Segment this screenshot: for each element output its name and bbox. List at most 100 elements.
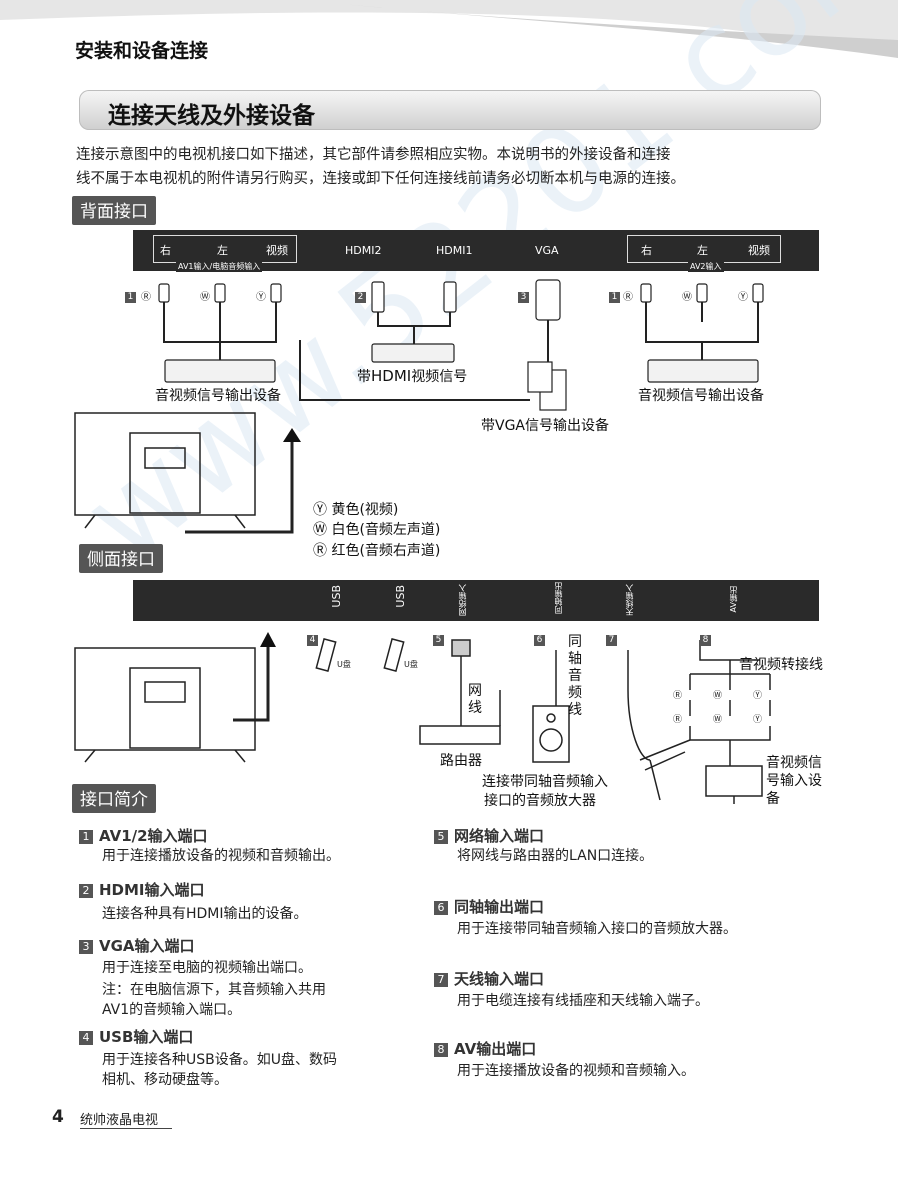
side-tag: 侧面接口 [79,544,163,573]
av1-left-label: 左 [217,244,228,257]
side-diagram: Ⓡ Ⓦ Ⓨ Ⓡ Ⓦ Ⓨ [74,632,771,804]
port-title-2: HDMI输入端口 [99,881,205,899]
svg-text:Ⓨ: Ⓨ [753,690,762,701]
hdmi2-label: HDMI2 [345,244,382,257]
port-desc-4a: 用于连接各种USB设备。如U盘、数码 [102,1052,337,1068]
svg-text:Ⓦ: Ⓦ [713,690,722,701]
page-number: 4 [52,1107,64,1127]
ant-label: 天线输入 [625,584,634,616]
udisk1-label: U盘 [337,660,351,669]
svg-text:Ⓡ: Ⓡ [623,291,633,303]
port-desc-5: 将网线与路由器的LAN口连接。 [457,848,654,864]
av-in-line-2: 号输入设 [766,773,822,789]
banner-title: 连接天线及外接设备 [108,103,315,129]
av1-video-label: 视频 [266,244,288,257]
port-title-7: 天线输入端口 [454,970,545,988]
port-desc-3a: 用于连接至电脑的视频输出端口。 [102,960,312,976]
av2-sub-label: AV2输入 [688,261,724,272]
port-num-8: 8 [434,1043,448,1057]
num-7: 7 [606,635,617,646]
port-desc-8: 用于连接播放设备的视频和音频输入。 [457,1063,695,1079]
svg-text:Ⓦ: Ⓦ [713,714,722,725]
port-title-6: 同轴输出端口 [454,898,545,916]
svg-text:Ⓨ: Ⓨ [738,291,748,303]
num-3: 3 [518,292,529,303]
port-title-3: VGA输入端口 [99,937,195,955]
svg-text:Ⓨ: Ⓨ [753,714,762,725]
cap-vga: 带VGA信号输出设备 [481,418,610,434]
port-title-4: USB输入端口 [99,1028,194,1046]
port-item-7: 7 天线输入端口 用于电缆连接有线插座和天线输入端子。 [434,968,834,1011]
net-label: 网络输入 [458,584,467,616]
avout-label: AV输出 [729,586,738,613]
coax-label: 同轴输出 [554,582,563,614]
av2-video-label: 视频 [748,244,770,257]
ports-tag: 接口简介 [72,784,156,813]
av2-right-label: 右 [641,244,652,257]
port-title-1: AV1/2输入端口 [99,827,208,845]
num-8: 8 [700,635,711,646]
intro-line-2: 线不属于本电视机的附件请另行购买，连接或卸下任何连接线前请务必切断本机与电源的连… [76,171,685,187]
num-1a: 1 [125,292,136,303]
svg-text:Ⓦ: Ⓦ [682,291,692,303]
cap-hdmi-post: 视频信号 [411,369,468,385]
cap-av-left: 音视频信号输出设备 [155,388,281,404]
intro-text: 连接示意图中的电视机接口如下描述，其它部件请参照相应实物。本说明书的外接设备和连… [76,143,776,191]
num-4: 4 [307,635,318,646]
port-desc-2: 连接各种具有HDMI输出的设备。 [102,906,308,922]
usb2-label: USB [394,585,407,608]
svg-text:Ⓦ: Ⓦ [200,291,210,303]
intro-line-1: 连接示意图中的电视机接口如下描述，其它部件请参照相应实物。本说明书的外接设备和连… [76,147,671,163]
svg-text:Ⓡ: Ⓡ [673,690,682,701]
section-title: 安装和设备连接 [75,40,209,62]
header-swoosh [0,0,898,58]
port-num-2: 2 [79,884,93,898]
legend-red: Ⓡ 红色(音频右声道) [313,543,441,559]
rear-tag: 背面接口 [72,196,156,225]
av1-sub-label: AV1输入/电脑音频输入 [176,261,263,272]
port-desc-4b: 相机、移动硬盘等。 [102,1072,228,1088]
cap-hdmi: 带HDMI视频信号 [357,366,467,386]
port-num-6: 6 [434,901,448,915]
port-desc-3b: 注：在电脑信源下，其音频输入共用 [102,982,326,998]
num-2: 2 [355,292,366,303]
port-num-5: 5 [434,830,448,844]
port-title-8: AV输出端口 [454,1040,537,1058]
port-item-2: 2 HDMI输入端口 连接各种具有HDMI输出的设备。 [79,879,409,924]
udisk2-label: U盘 [404,660,418,669]
port-item-4: 4 USB输入端口 用于连接各种USB设备。如U盘、数码 相机、移动硬盘等。 [79,1026,409,1090]
num-5: 5 [433,635,444,646]
num-6: 6 [534,635,545,646]
port-num-4: 4 [79,1031,93,1045]
av2-left-label: 左 [697,244,708,257]
port-desc-3c: AV1的音频输入端口。 [102,1002,242,1018]
port-item-8: 8 AV输出端口 用于连接播放设备的视频和音频输入。 [434,1038,834,1081]
legend-white: Ⓦ 白色(音频左声道) [313,522,441,538]
usb1-label: USB [330,585,343,608]
side-panel [133,580,819,621]
port-desc-7: 用于电缆连接有线插座和天线输入端子。 [457,993,709,1009]
svg-text:Ⓡ: Ⓡ [141,291,151,303]
cap-hdmi-pre: 带 [357,369,371,385]
svg-text:Ⓨ: Ⓨ [256,291,266,303]
net-cable-label: 网线 [468,683,482,716]
vga-label: VGA [535,244,559,257]
port-item-3: 3 VGA输入端口 用于连接至电脑的视频输出端口。 注：在电脑信源下，其音频输入共… [79,935,409,1020]
hdmi1-label: HDMI1 [436,244,473,257]
port-desc-1: 用于连接播放设备的视频和音频输出。 [102,848,340,864]
port-title-5: 网络输入端口 [454,827,545,845]
footer-underline [80,1128,172,1129]
legend-yellow: Ⓨ 黄色(视频) [313,502,399,518]
av-in-line-3: 备 [766,791,780,807]
port-num-7: 7 [434,973,448,987]
num-1b: 1 [609,292,620,303]
port-num-3: 3 [79,940,93,954]
svg-text:Ⓡ: Ⓡ [673,714,682,725]
port-item-5: 5 网络输入端口 将网线与路由器的LAN口连接。 [434,825,834,866]
port-item-1: 1 AV1/2输入端口 用于连接播放设备的视频和音频输出。 [79,825,409,866]
av-cable-label: 音视频转接线 [739,657,823,673]
banner [79,90,821,130]
port-num-1: 1 [79,830,93,844]
coax-cable-label: 同轴音频线 [568,634,582,718]
av1-right-label: 右 [160,244,171,257]
